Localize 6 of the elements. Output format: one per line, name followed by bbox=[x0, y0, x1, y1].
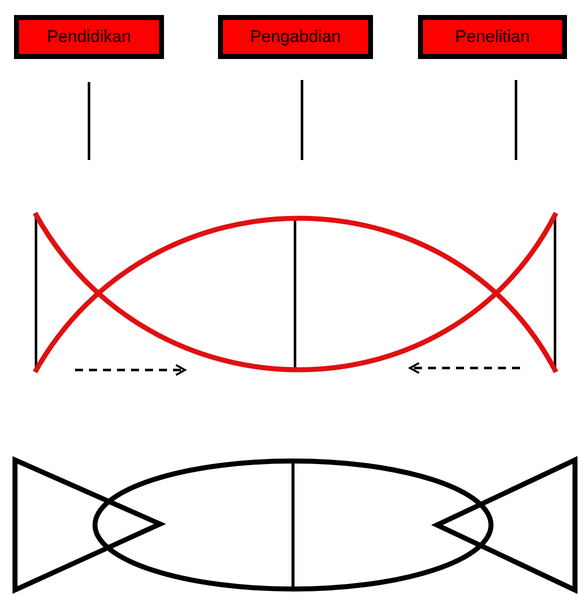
label-box bbox=[418, 15, 567, 59]
box-label: Penelitian bbox=[455, 26, 530, 48]
label-box bbox=[14, 15, 164, 59]
box-label: Pendidikan bbox=[46, 26, 132, 48]
box-label: Pengabdian bbox=[250, 26, 341, 48]
label-box bbox=[218, 15, 373, 59]
